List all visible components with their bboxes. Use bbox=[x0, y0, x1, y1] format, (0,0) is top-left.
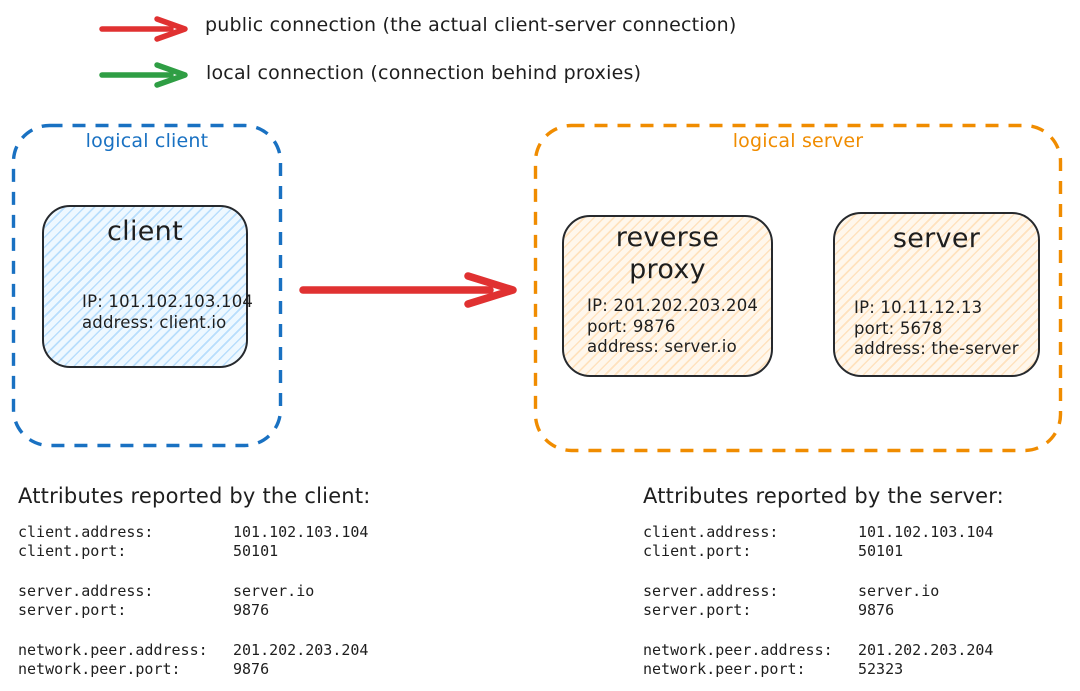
attr-value: 9876 bbox=[858, 601, 895, 619]
client-node-title: client bbox=[107, 216, 183, 247]
attr-key: client.address: bbox=[18, 523, 154, 541]
attr-row: server.address: server.io bbox=[643, 582, 1073, 601]
attr-value: 101.102.103.104 bbox=[858, 523, 994, 541]
server-node-details: IP: 10.11.12.13 port: 5678 address: the-… bbox=[854, 298, 1019, 360]
attr-key: network.peer.address: bbox=[18, 641, 208, 659]
attr-key: network.peer.address: bbox=[643, 641, 833, 659]
server-address: address: the-server bbox=[854, 339, 1019, 358]
attr-row: network.peer.address: 201.202.203.204 bbox=[18, 641, 448, 660]
legend-local-connection-label: local connection (connection behind prox… bbox=[206, 62, 642, 84]
attr-row: network.peer.port: 9876 bbox=[18, 660, 448, 679]
attr-key: network.peer.port: bbox=[18, 660, 181, 678]
attr-row: network.peer.port: 52323 bbox=[643, 660, 1073, 679]
arrow-head bbox=[464, 272, 517, 308]
client-address: address: client.io bbox=[82, 312, 227, 332]
reverse-proxy-port: port: 9876 bbox=[587, 316, 676, 336]
attr-row: client.port: 50101 bbox=[643, 542, 1073, 561]
server-node: server IP: 10.11.12.13 port: 5678 addres… bbox=[833, 212, 1040, 377]
attr-key: client.address: bbox=[643, 523, 779, 541]
attr-row: network.peer.address: 201.202.203.204 bbox=[643, 641, 1073, 660]
client-to-server-arrow-icon bbox=[298, 271, 520, 311]
reverse-proxy-node-details: IP: 201.202.203.204 port: 9876 address: … bbox=[587, 296, 758, 358]
attr-row: client.address: 101.102.103.104 bbox=[18, 523, 448, 542]
reverse-proxy-address: address: server.io bbox=[587, 337, 737, 356]
attr-value: 201.202.203.204 bbox=[233, 641, 369, 659]
attributes-server-panel: Attributes reported by the server: clien… bbox=[643, 484, 1073, 679]
attr-value: 9876 bbox=[233, 660, 270, 678]
logical-client-label: logical client bbox=[85, 130, 209, 152]
public-connection-arrow-icon bbox=[97, 15, 197, 43]
attr-value: server.io bbox=[233, 582, 315, 600]
logical-server-label: logical server bbox=[732, 130, 864, 152]
arrow-head bbox=[154, 62, 188, 88]
attr-key: server.address: bbox=[643, 582, 779, 600]
attr-key: server.port: bbox=[643, 601, 752, 619]
attr-row: client.port: 50101 bbox=[18, 542, 448, 561]
attr-row: server.address: server.io bbox=[18, 582, 448, 601]
client-node: client IP: 101.102.103.104 address: clie… bbox=[42, 205, 253, 368]
attr-value: 50101 bbox=[233, 542, 279, 560]
attr-key: client.port: bbox=[18, 542, 127, 560]
attr-key: server.address: bbox=[18, 582, 154, 600]
logical-server-dashed-border bbox=[533, 123, 1063, 453]
client-node-details: IP: 101.102.103.104 address: client.io bbox=[82, 292, 253, 333]
attributes-client-rows: client.address: 101.102.103.104 client.po… bbox=[18, 523, 448, 679]
attr-key: client.port: bbox=[643, 542, 752, 560]
attr-value: 9876 bbox=[233, 601, 270, 619]
attr-key: server.port: bbox=[18, 601, 127, 619]
logical-client-group: logical client client IP: 101.102.103.10… bbox=[11, 123, 283, 448]
attr-value: server.io bbox=[858, 582, 940, 600]
server-ip: IP: 10.11.12.13 bbox=[854, 298, 983, 317]
attributes-server-rows: client.address: 101.102.103.104 client.po… bbox=[643, 523, 1073, 679]
server-port: port: 5678 bbox=[854, 318, 943, 338]
local-connection-arrow-icon bbox=[97, 61, 197, 89]
attr-row: client.address: 101.102.103.104 bbox=[643, 523, 1073, 542]
attr-value: 52323 bbox=[858, 660, 904, 678]
arrow-head bbox=[154, 16, 188, 42]
logical-server-group: logical server reverse proxy IP: 201.202… bbox=[533, 123, 1063, 453]
logical-client-dashed-border bbox=[11, 123, 283, 448]
attr-value: 50101 bbox=[858, 542, 904, 560]
attr-value: 201.202.203.204 bbox=[858, 641, 994, 659]
legend-public-connection-label: public connection (the actual client-ser… bbox=[205, 14, 737, 36]
attributes-server-heading: Attributes reported by the server: bbox=[643, 484, 1004, 508]
server-node-title: server bbox=[892, 223, 981, 254]
attr-row: server.port: 9876 bbox=[18, 601, 448, 620]
attributes-client-heading: Attributes reported by the client: bbox=[18, 484, 371, 508]
reverse-proxy-node: reverse proxy IP: 201.202.203.204 port: … bbox=[562, 215, 773, 377]
attr-value: 101.102.103.104 bbox=[233, 523, 369, 541]
reverse-proxy-ip: IP: 201.202.203.204 bbox=[587, 296, 759, 315]
reverse-proxy-node-title: reverse proxy bbox=[615, 222, 720, 285]
attr-row: server.port: 9876 bbox=[643, 601, 1073, 620]
attr-key: network.peer.port: bbox=[643, 660, 806, 678]
client-ip: IP: 101.102.103.104 bbox=[82, 292, 254, 311]
attributes-client-panel: Attributes reported by the client: clien… bbox=[18, 484, 448, 679]
